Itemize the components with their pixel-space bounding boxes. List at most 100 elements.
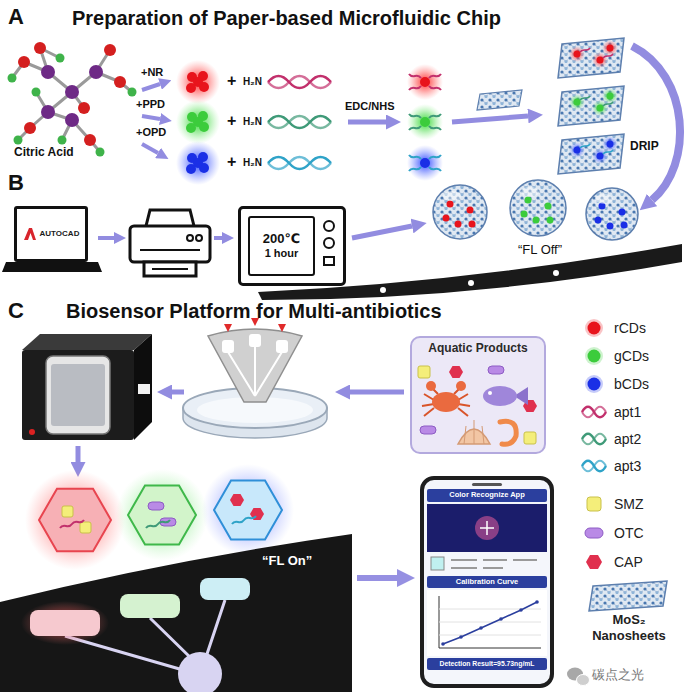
process-arrows bbox=[214, 236, 222, 240]
calibration-chart bbox=[459, 635, 463, 639]
calibration-chart bbox=[443, 602, 537, 644]
coated-spheres bbox=[595, 217, 602, 224]
fluorescence-reader bbox=[22, 350, 134, 440]
legend-sample bbox=[580, 429, 608, 449]
seafood-illustration bbox=[524, 432, 536, 444]
detection-hexagons bbox=[214, 481, 282, 540]
fluorescence-reader bbox=[29, 429, 35, 435]
paper-chip-off bbox=[380, 270, 559, 293]
panel-letter: C bbox=[8, 298, 24, 323]
seafood-illustration bbox=[420, 426, 436, 434]
citric-acid-molecule bbox=[84, 134, 96, 146]
aptamer-strands bbox=[268, 116, 331, 128]
legend-sample bbox=[580, 374, 608, 394]
sample-arrows bbox=[76, 446, 81, 462]
result-text: Detection Result=95.73ng/mL bbox=[427, 658, 547, 670]
coated-spheres bbox=[586, 188, 638, 240]
coated-spheres bbox=[547, 217, 554, 224]
citric-acid-molecule bbox=[114, 76, 126, 88]
composite-sheets bbox=[574, 141, 614, 160]
oven-knob bbox=[324, 221, 334, 231]
petri-dish bbox=[228, 346, 282, 396]
calibration-chart bbox=[427, 590, 547, 656]
color-values bbox=[431, 557, 444, 570]
aptamer-strands bbox=[268, 157, 331, 169]
reaction-label: EDC/NHS bbox=[345, 100, 395, 113]
legend-sample bbox=[580, 552, 608, 572]
legend-swatch bbox=[588, 350, 601, 363]
composite-sheets bbox=[574, 93, 614, 112]
petri-dish bbox=[222, 334, 288, 353]
reaction-arrows bbox=[142, 144, 158, 153]
aptamer-strands bbox=[268, 157, 331, 169]
coated-spheres bbox=[607, 223, 614, 230]
seafood-illustration bbox=[464, 420, 484, 444]
captured-image bbox=[427, 504, 547, 552]
carbon-dots bbox=[193, 158, 203, 168]
sample-arrows bbox=[172, 390, 184, 395]
amine-group: H₂N bbox=[243, 157, 262, 169]
aptamer-strands bbox=[268, 76, 331, 88]
dot-aptamer-conjugates bbox=[409, 114, 441, 130]
detection-hexagons bbox=[146, 520, 170, 528]
printer bbox=[140, 250, 200, 269]
paper-chip-off bbox=[468, 280, 474, 286]
aptamer-strands bbox=[268, 157, 331, 169]
panel-title: Biosensor Platform for Multi-antibiotics bbox=[66, 300, 442, 323]
legend-item: apt2 bbox=[580, 429, 641, 449]
composite-sheets bbox=[574, 45, 614, 64]
aptamer-sample bbox=[582, 434, 606, 445]
captured-image bbox=[475, 516, 499, 540]
drip-arrow bbox=[632, 46, 680, 200]
amine-group: H₂N bbox=[243, 116, 262, 128]
aptamer-strands bbox=[268, 116, 331, 128]
seafood-illustration bbox=[426, 381, 436, 391]
reaction-arrows bbox=[142, 116, 160, 119]
legend-swatch bbox=[588, 378, 601, 391]
coated-spheres bbox=[433, 180, 638, 240]
oven-knob bbox=[324, 257, 334, 265]
seafood-illustration bbox=[449, 366, 463, 378]
calibration-chart bbox=[519, 608, 523, 612]
aptamer-sample bbox=[582, 407, 606, 418]
petri-dish bbox=[278, 324, 286, 332]
aptamer-strands bbox=[268, 116, 331, 128]
calibration-chart bbox=[439, 609, 541, 635]
dot-aptamer-conjugates bbox=[407, 64, 443, 100]
molecule-name: Citric Acid bbox=[14, 146, 74, 160]
reagent-label: +PPD bbox=[136, 98, 165, 111]
printer bbox=[146, 210, 194, 226]
citric-acid-molecule bbox=[89, 65, 103, 79]
coated-spheres bbox=[621, 222, 628, 229]
legend-glow bbox=[585, 347, 603, 365]
oven-knobs bbox=[319, 216, 339, 276]
carbon-dots bbox=[186, 152, 209, 174]
legend-item: rCDs bbox=[580, 318, 646, 338]
composite-sheets bbox=[558, 38, 624, 174]
petri-dish bbox=[276, 340, 288, 353]
calibration-chart bbox=[427, 590, 547, 656]
panel-letter: A bbox=[8, 4, 24, 29]
fluorescence-reader bbox=[134, 334, 152, 440]
composite-sheets bbox=[607, 45, 614, 52]
composite-sheets bbox=[580, 144, 613, 154]
legend-text: apt1 bbox=[614, 404, 641, 421]
color-values bbox=[451, 560, 537, 568]
calibration-chart bbox=[441, 642, 445, 646]
process-label: DRIP bbox=[628, 140, 661, 154]
legend-text: apt3 bbox=[614, 458, 641, 475]
sample-arrows bbox=[350, 390, 404, 395]
petri-dish bbox=[249, 334, 261, 347]
legend-sample bbox=[580, 318, 608, 338]
seafood-illustration bbox=[488, 366, 504, 374]
legend-text: SMZ bbox=[614, 496, 644, 513]
connectors bbox=[357, 578, 397, 579]
dot-aptamer-conjugates bbox=[407, 104, 443, 140]
app-logo bbox=[23, 227, 37, 241]
citric-acid-molecule bbox=[18, 56, 30, 68]
citric-acid-molecule bbox=[41, 105, 55, 119]
citric-acid-molecule bbox=[78, 102, 90, 114]
composite-sheets bbox=[558, 134, 624, 174]
panel-letter: B bbox=[8, 170, 24, 195]
coated-spheres bbox=[447, 201, 454, 208]
